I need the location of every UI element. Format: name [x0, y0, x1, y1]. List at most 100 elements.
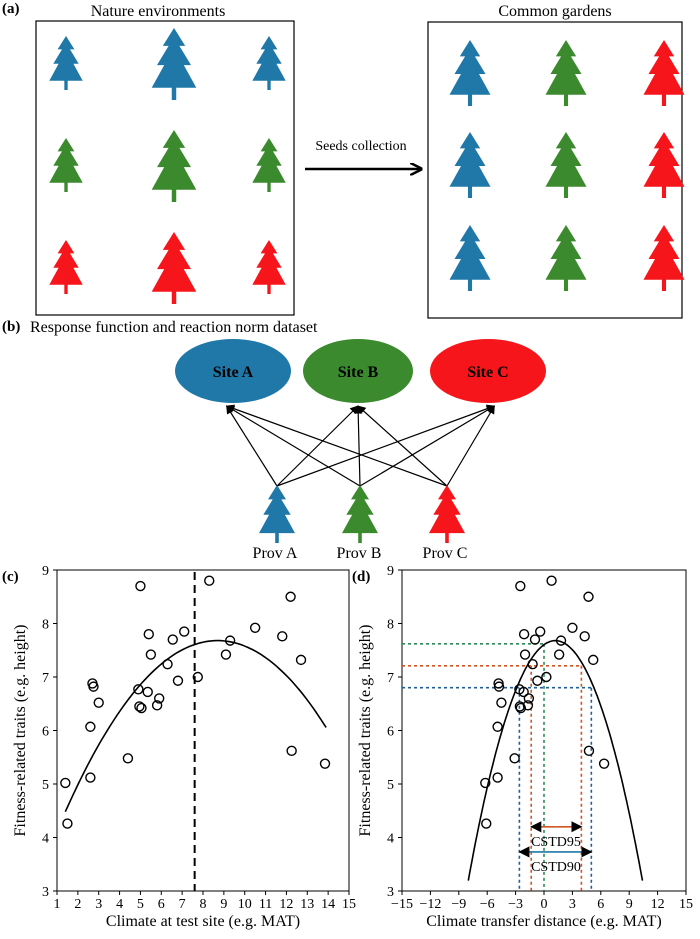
garden-trees-group: [449, 40, 685, 291]
panel-b-title: Response function and reaction norm data…: [30, 319, 318, 336]
data-point: [492, 721, 503, 732]
panel-a-label: (a): [2, 1, 20, 17]
data-point: [145, 649, 157, 660]
data-point: [535, 626, 546, 637]
data-point: [588, 654, 599, 666]
arrow-prov-2-site-0: [225, 404, 448, 487]
data-point: [496, 697, 507, 708]
data-point: [579, 631, 590, 642]
x-tick-label: 12: [651, 897, 665, 912]
x-tick-label: 8: [200, 897, 207, 912]
y-tick-label: 8: [42, 618, 49, 633]
data-point: [224, 635, 236, 646]
y-tick-label: 9: [387, 564, 394, 579]
data-point: [319, 758, 331, 769]
common-gardens-title: Common gardens: [498, 3, 611, 20]
prov-a-tree-icon: [259, 485, 295, 543]
x-axis-label: Climate transfer distance (e.g. MAT): [426, 913, 661, 930]
provenance-trees: [259, 485, 465, 543]
y-tick-label: 6: [387, 725, 394, 740]
data-point: [153, 693, 165, 704]
x-tick-label: −15: [391, 897, 413, 912]
y-tick-label: 3: [387, 885, 394, 900]
nature-environments-title: Nature environments: [91, 3, 226, 20]
x-tick-label: 6: [158, 897, 165, 912]
y-axis-label: Fitness-related traits (e.g. height): [357, 625, 374, 837]
data-point: [88, 681, 99, 692]
data-point: [529, 634, 541, 645]
x-tick-label: 11: [259, 897, 272, 912]
prov-b-label: Prov B: [337, 545, 382, 562]
data-point: [285, 591, 296, 602]
arrow-prov-1-site-2: [359, 405, 496, 487]
arrow-prov-1-site-1: [353, 405, 363, 487]
x-tick-label: −12: [419, 897, 441, 912]
data-point: [567, 622, 578, 633]
data-point: [493, 681, 505, 692]
x-axis-label: Climate at test site (e.g. MAT): [106, 913, 300, 930]
x-tick-label: 1: [54, 897, 61, 912]
x-tick-label: 6: [597, 897, 604, 912]
tree-green-icon: [545, 225, 587, 291]
tree-red-icon: [643, 132, 685, 198]
data-point: [555, 635, 567, 646]
data-point: [204, 575, 215, 586]
y-axis-label: Fitness-related traits (e.g. height): [12, 625, 29, 837]
x-tick-label: 15: [342, 897, 356, 912]
tree-blue-icon: [449, 132, 491, 198]
data-point: [220, 649, 232, 660]
arrow-prov-2-site-2: [446, 405, 495, 487]
site-b-label: Site B: [338, 364, 379, 381]
x-tick-label: 2: [74, 897, 81, 912]
data-point: [583, 745, 595, 757]
data-point: [133, 684, 144, 695]
data-point: [60, 777, 71, 789]
site-c-label: Site C: [467, 364, 508, 381]
provenance-arrows: [225, 404, 496, 487]
panel-b-label: (b): [2, 319, 20, 335]
x-tick-label: 0: [541, 897, 548, 912]
data-point: [179, 626, 190, 637]
y-tick-label: 7: [42, 671, 49, 686]
data-point: [515, 580, 526, 592]
data-point: [527, 658, 538, 670]
data-point: [85, 772, 96, 783]
data-point: [541, 671, 552, 683]
data-point: [492, 772, 503, 783]
site-c-ellipse: [430, 339, 546, 403]
x-tick-label: 9: [626, 897, 633, 912]
tree-red-icon: [643, 225, 685, 291]
x-tick-label: −3: [508, 897, 523, 912]
data-point: [518, 629, 530, 640]
x-tick-label: 5: [137, 897, 144, 912]
nature-environments-box: [35, 20, 295, 316]
data-point: [162, 658, 173, 670]
data-point: [515, 702, 527, 714]
x-tick-label: 10: [238, 897, 252, 912]
data-point: [277, 631, 288, 642]
tree-blue-icon: [449, 40, 491, 106]
y-tick-label: 5: [387, 778, 394, 793]
y-tick-label: 9: [42, 564, 49, 579]
tree-red-small-icon: [49, 240, 83, 294]
data-point: [151, 700, 163, 711]
data-point: [286, 745, 297, 757]
tree-red-large-icon: [151, 232, 197, 304]
arrow-prov-0-site-0: [226, 405, 278, 487]
x-tick-label: −6: [480, 897, 495, 912]
prov-a-label: Prov A: [253, 545, 298, 562]
prov-c-label: Prov C: [423, 545, 468, 562]
range-label-cstd90: CSTD90: [531, 860, 581, 875]
tree-blue-icon: [449, 225, 491, 291]
y-tick-label: 5: [42, 778, 49, 793]
y-tick-label: 8: [387, 618, 394, 633]
response-curve: [467, 639, 644, 881]
tree-green-icon: [545, 40, 587, 106]
data-point: [518, 686, 529, 698]
arrow-prov-2-site-1: [357, 405, 448, 487]
y-tick-label: 3: [42, 885, 49, 900]
tree-red-small-icon: [252, 240, 286, 294]
data-point: [519, 649, 531, 660]
prov-b-tree-icon: [342, 485, 378, 543]
